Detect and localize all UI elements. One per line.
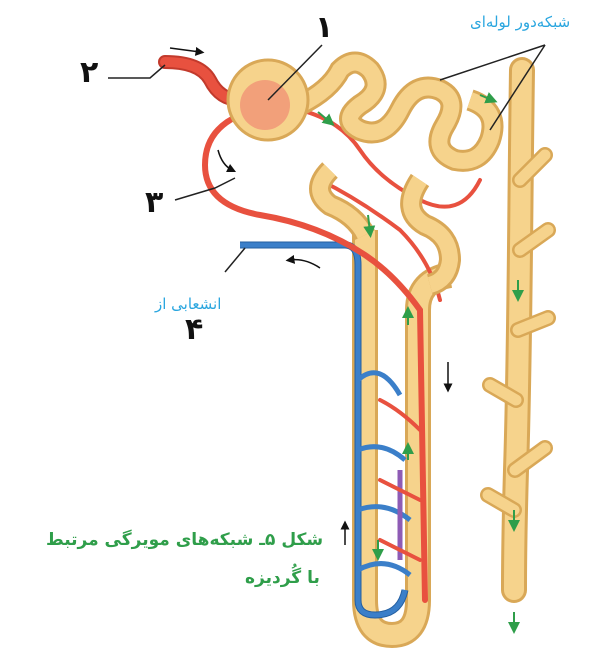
label-4: ۴	[185, 312, 203, 347]
caption-line-2: با گُردیزه	[245, 568, 320, 588]
convoluted-tubules	[300, 63, 493, 286]
label-peritubular: شبکه‌دور لوله‌ای	[470, 13, 570, 31]
label-3: ۳	[145, 185, 163, 220]
label-efferent: انشعابی از	[155, 295, 221, 313]
label-2: ۲	[80, 55, 98, 90]
label-1: ۱	[315, 10, 333, 45]
caption-line-1: شکل ۵ـ شبکه‌های مویرگی مرتبط	[46, 530, 323, 550]
vasa-recta-venous	[240, 245, 410, 615]
